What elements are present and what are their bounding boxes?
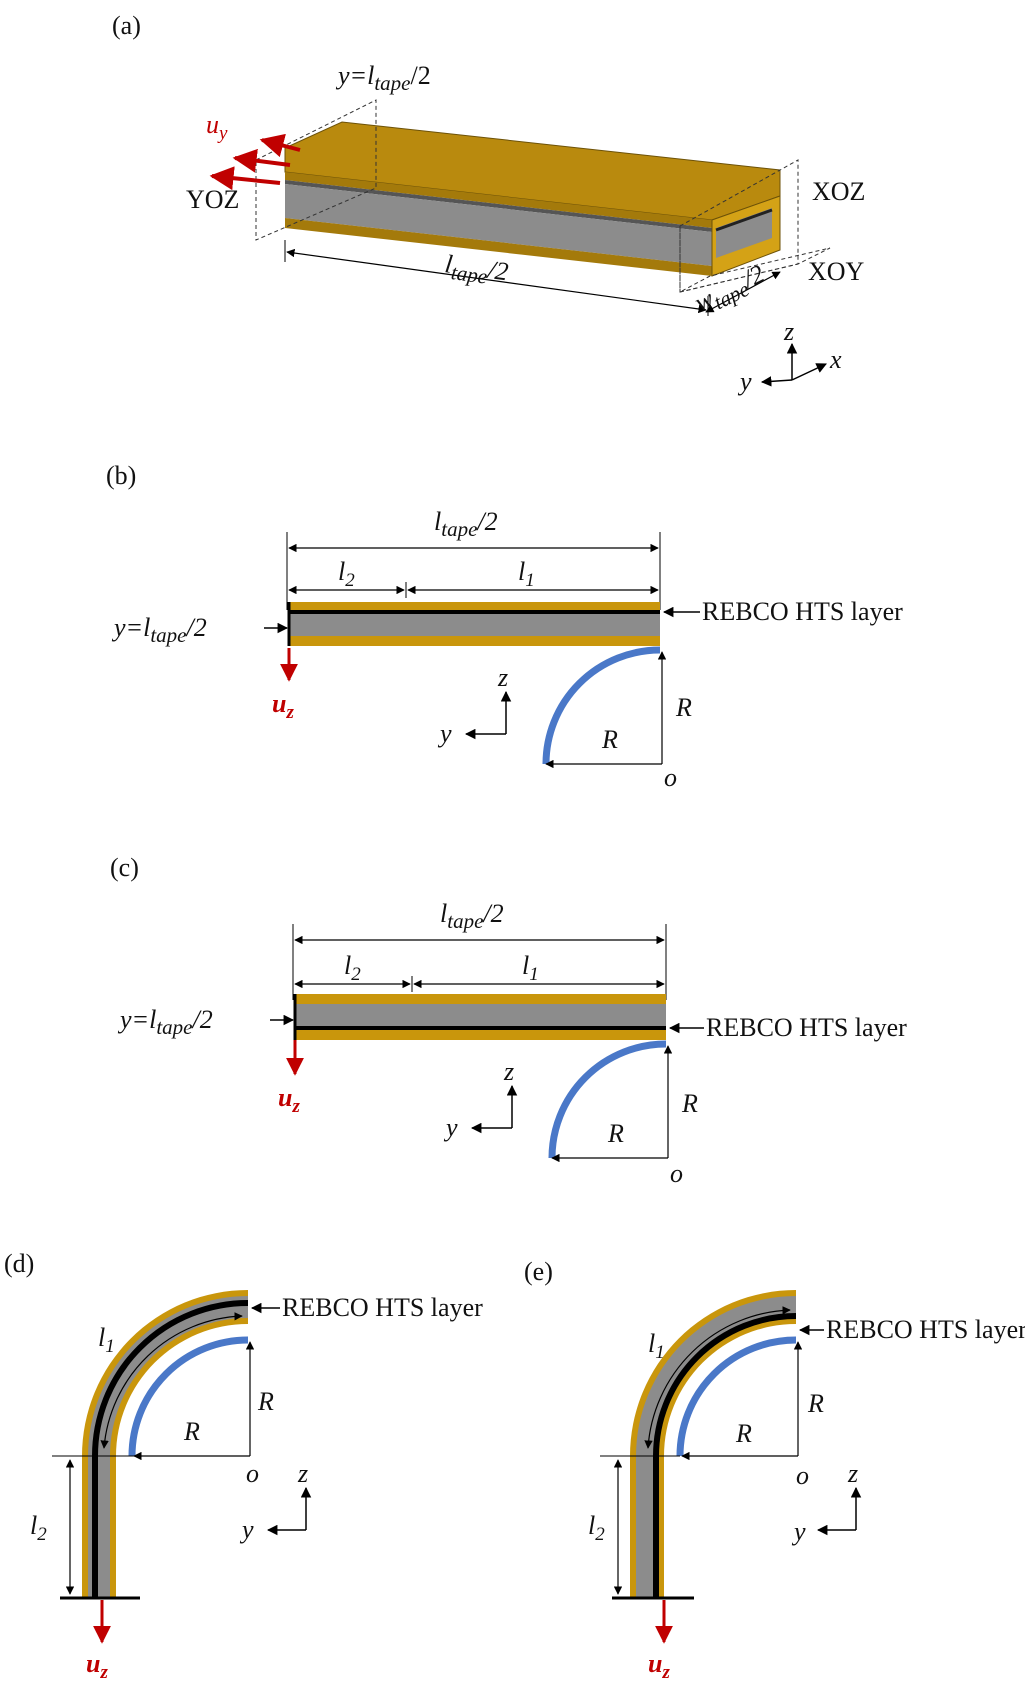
d-l2-label: l2 xyxy=(30,1511,47,1545)
svg-text:z: z xyxy=(847,1459,858,1488)
d-origin: o xyxy=(246,1459,259,1488)
b-R-vertical: R xyxy=(675,693,692,722)
e-l1-arc-dimension xyxy=(644,1306,791,1449)
xoy-label: XOY xyxy=(808,257,865,286)
c-equation-label: y=ltape/2 xyxy=(117,1005,213,1039)
panel-e: (e) l1 R R o l2 REBCO HTS layer z y uz xyxy=(524,1257,1025,1683)
length-label: ltape/2 xyxy=(443,249,511,291)
svg-text:y: y xyxy=(437,719,452,748)
c-total-label: ltape/2 xyxy=(440,899,504,933)
b-R-horizontal: R xyxy=(601,725,618,754)
b-l1-label: l1 xyxy=(518,557,535,591)
c-uz-label: uz xyxy=(278,1083,300,1117)
panel-e-tag: (e) xyxy=(524,1257,553,1286)
e-R-vertical: R xyxy=(807,1389,824,1418)
c-tape xyxy=(293,994,666,1040)
e-rebco-label: REBCO HTS layer xyxy=(826,1315,1025,1344)
front-rebco-layer xyxy=(285,180,712,232)
c-l1-label: l1 xyxy=(522,951,539,985)
front-top-gold-layer xyxy=(285,172,712,228)
front-gray-substrate xyxy=(285,184,712,266)
panel-d-tag: (d) xyxy=(4,1249,34,1278)
svg-text:y: y xyxy=(443,1113,458,1142)
axes-a: z y x xyxy=(737,317,842,396)
e-bent-tape xyxy=(612,1290,797,1600)
e-uz-label: uz xyxy=(648,1649,670,1683)
c-l2-label: l2 xyxy=(344,951,361,985)
svg-text:y: y xyxy=(737,367,752,396)
c-rebco-label: REBCO HTS layer xyxy=(706,1013,907,1042)
e-origin: o xyxy=(796,1461,809,1490)
svg-text:z: z xyxy=(497,663,508,692)
panel-c: (c) ltape/2 l2 l1 REBCO HTS layer y=ltap… xyxy=(110,853,907,1188)
e-mandrel-arc xyxy=(676,1336,797,1457)
d-uz-label: uz xyxy=(86,1649,108,1683)
b-mandrel-arc xyxy=(542,646,661,765)
c-R-vertical: R xyxy=(681,1089,698,1118)
b-l2-label: l2 xyxy=(338,557,355,591)
uy-arrows xyxy=(209,133,301,191)
end-face-rebco xyxy=(715,208,773,232)
end-face-gray xyxy=(716,208,772,258)
panel-b: (b) ltape/2 l2 l1 REBCO HTS layer y=ltap… xyxy=(106,461,903,792)
d-l1-label: l1 xyxy=(98,1323,115,1357)
top-equation-label: y=ltape/2 xyxy=(335,61,431,95)
svg-text:z: z xyxy=(503,1057,514,1086)
svg-text:ltape/2: ltape/2 xyxy=(443,249,511,291)
e-R-horizontal: R xyxy=(735,1419,752,1448)
svg-text:y: y xyxy=(239,1515,254,1544)
panel-c-tag: (c) xyxy=(110,853,139,882)
c-origin: o xyxy=(670,1159,683,1188)
svg-text:y: y xyxy=(791,1517,806,1546)
b-tape xyxy=(287,602,660,646)
c-mandrel-arc xyxy=(548,1040,667,1159)
d-l1-arc-dimension xyxy=(100,1312,243,1449)
panel-a: (a) uy YOZ XOZ XOY xyxy=(112,11,865,396)
uy-label: uy xyxy=(206,110,228,144)
b-uz-label: uz xyxy=(272,689,294,723)
e-l2-label: l2 xyxy=(588,1511,605,1545)
c-R-horizontal: R xyxy=(607,1119,624,1148)
panel-d: (d) l1 R R o l2 REBCO HTS layer z y uz xyxy=(4,1249,483,1683)
length-dimension-line xyxy=(286,248,707,314)
tape-3d-block xyxy=(255,99,831,293)
svg-text:x: x xyxy=(829,345,842,374)
d-R-vertical: R xyxy=(257,1387,274,1416)
d-R-horizontal: R xyxy=(183,1417,200,1446)
width-dimension-line xyxy=(705,271,781,313)
xoz-label: XOZ xyxy=(812,177,865,206)
svg-text:z: z xyxy=(783,317,794,346)
d-rebco-label: REBCO HTS layer xyxy=(282,1293,483,1322)
panel-b-tag: (b) xyxy=(106,461,136,490)
d-bent-tape xyxy=(60,1290,249,1600)
yoz-label: YOZ xyxy=(186,185,239,214)
svg-text:z: z xyxy=(297,1459,308,1488)
d-mandrel-arc xyxy=(128,1336,249,1457)
yoz-plane xyxy=(255,99,377,241)
e-l1-label: l1 xyxy=(648,1329,665,1363)
b-rebco-label: REBCO HTS layer xyxy=(702,597,903,626)
panel-a-tag: (a) xyxy=(112,11,141,40)
b-total-label: ltape/2 xyxy=(434,507,498,541)
b-equation-label: y=ltape/2 xyxy=(111,613,207,647)
b-origin: o xyxy=(664,763,677,792)
